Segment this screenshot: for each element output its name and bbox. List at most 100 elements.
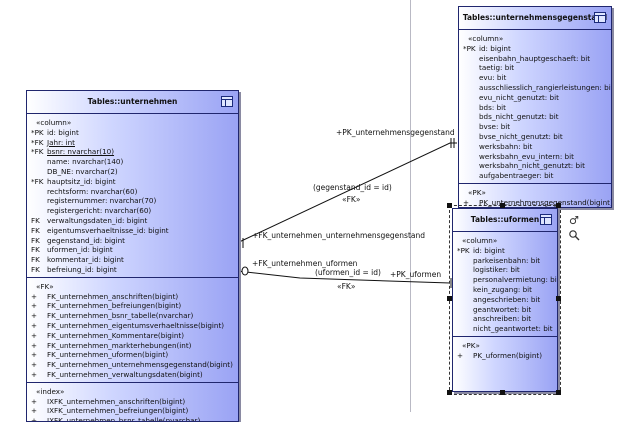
attribute-row[interactable]: +FK_unternehmen_eigentumsverhaeltnisse(b…: [27, 321, 238, 331]
attribute-row[interactable]: +FK_unternehmen_markterhebungen(int): [27, 341, 238, 351]
attribute-row[interactable]: bds_nicht_genutzt: bit: [459, 112, 611, 122]
attribute-row[interactable]: +PK_unternehmensgegenstand(bigint): [459, 198, 611, 207]
attribute-row[interactable]: parkeisenbahn: bit: [453, 256, 557, 266]
attribute-row[interactable]: kein_zugang: bit: [453, 285, 557, 295]
attribute-text: id: bigint: [47, 127, 79, 137]
source-role-label: +FK_unternehmen_uformen: [252, 259, 358, 268]
attribute-key: FK: [31, 264, 40, 274]
attribute-text: eisenbahn_hauptgeschaeft: bit: [479, 53, 591, 63]
resize-handle[interactable]: [447, 203, 452, 208]
pk-section: «PK» +PK_uformen(bigint): [453, 337, 557, 363]
attribute-row[interactable]: +IXFK_unternehmen_befreiungen(bigint): [27, 406, 238, 416]
attribute-row[interactable]: aufgabentraeger: bit: [459, 171, 611, 181]
attribute-text: FK_unternehmen_uformen(bigint): [47, 350, 169, 360]
condition-label: (gegenstand_id = id): [313, 183, 392, 192]
attribute-row[interactable]: rechtsform: nvarchar(60): [27, 187, 238, 197]
connector-gegenstand[interactable]: [236, 142, 457, 244]
attribute-row[interactable]: +FK_unternehmen_bsnr_tabelle(nvarchar): [27, 311, 238, 321]
attribute-row[interactable]: +FK_unternehmen_befreiungen(bigint): [27, 301, 238, 311]
attribute-row[interactable]: werksbahn: bit: [459, 142, 611, 152]
attribute-row[interactable]: bds: bit: [459, 103, 611, 113]
attribute-text: personalvermietung: bit: [473, 275, 558, 285]
resize-handle[interactable]: [500, 203, 505, 208]
attribute-text: bds_nicht_genutzt: bit: [479, 112, 559, 122]
attribute-text: kommentar_id: bigint: [47, 255, 124, 265]
attribute-row[interactable]: registernummer: nvarchar(70): [27, 196, 238, 206]
attribute-row[interactable]: FK gegenstand_id: bigint: [27, 236, 238, 246]
attribute-row[interactable]: evu_nicht_genutzt: bit: [459, 93, 611, 103]
table-header[interactable]: Tables::unternehmen: [27, 91, 238, 114]
attribute-row[interactable]: werksbahn_evu_intern: bit: [459, 152, 611, 162]
attribute-row[interactable]: +FK_unternehmen_anschriften(bigint): [27, 292, 238, 302]
attribute-row[interactable]: +FK_unternehmen_Kommentare(bigint): [27, 331, 238, 341]
resize-handle[interactable]: [447, 296, 452, 301]
attribute-row[interactable]: logistiker: bit: [453, 265, 557, 275]
section-stereotype: «FK»: [36, 281, 54, 291]
attribute-row[interactable]: +FK_unternehmen_verwaltungsdaten(bigint): [27, 370, 238, 380]
attribute-row[interactable]: bvse_nicht_genutzt: bit: [459, 132, 611, 142]
attribute-text: registernummer: nvarchar(70): [47, 196, 157, 206]
attribute-row[interactable]: anschreiben: bit: [453, 314, 557, 324]
table-title: Tables::unternehmensgegenstand: [462, 13, 608, 22]
resize-handle[interactable]: [447, 390, 452, 395]
attribute-row[interactable]: + FK_unternehmen_unternehmensgegenstand(b…: [27, 360, 238, 370]
attribute-row[interactable]: nicht_geantwortet: bit: [453, 324, 557, 334]
attribute-row[interactable]: taetig: bit: [459, 63, 611, 73]
table-header[interactable]: Tables::unternehmensgegenstand: [459, 7, 611, 30]
attribute-text: FK_unternehmen_unternehmensgegenstand(bi…: [47, 360, 233, 370]
table-header[interactable]: Tables::uformen: [453, 209, 557, 232]
target-role-label: +PK_unternehmensgegenstand: [336, 128, 455, 137]
attribute-key: +: [31, 416, 38, 422]
table-icon: [221, 96, 233, 107]
attribute-text: gegenstand_id: bigint: [47, 235, 125, 245]
attribute-key: +: [457, 350, 464, 360]
connector-uformen[interactable]: [236, 270, 451, 284]
resize-handle[interactable]: [556, 203, 561, 208]
attribute-key: +: [31, 396, 38, 406]
attribute-row[interactable]: werksbahn_nicht_genutzt: bit: [459, 161, 611, 171]
resize-handle[interactable]: [500, 390, 505, 395]
search-icon[interactable]: [568, 229, 580, 241]
section-stereotype: «column»: [36, 118, 72, 127]
resize-handle[interactable]: [556, 296, 561, 301]
attribute-row[interactable]: angeschrieben: bit: [453, 295, 557, 305]
attribute-row[interactable]: ausschliesslich_rangierleistungen: bit: [459, 83, 611, 93]
attribute-row[interactable]: geantwortet: bit: [453, 305, 557, 315]
table-unternehmensgegenstand[interactable]: Tables::unternehmensgegenstand «column» …: [458, 6, 612, 208]
attribute-row[interactable]: bvse: bit: [459, 122, 611, 132]
stereotype-label: «FK»: [342, 195, 361, 204]
attribute-row[interactable]: evu: bit: [459, 73, 611, 83]
attribute-row[interactable]: DB_NE: nvarchar(2): [27, 167, 238, 177]
attribute-row[interactable]: registergericht: nvarchar(60): [27, 206, 238, 216]
attribute-row[interactable]: +IXFK_unternehmen_bsnr_tabelle(nvarchar): [27, 416, 238, 422]
section-stereotype: «column»: [462, 236, 498, 245]
connector-layer: +PK_unternehmensgegenstand (gegenstand_i…: [236, 128, 457, 291]
attribute-key: +: [31, 360, 38, 370]
attribute-row[interactable]: personalvermietung: bit: [453, 275, 557, 285]
attribute-row[interactable]: eisenbahn_hauptgeschaeft: bit: [459, 54, 611, 64]
resize-handle[interactable]: [556, 390, 561, 395]
table-title: Tables::uformen: [470, 215, 540, 224]
attribute-key: FK: [31, 235, 40, 245]
attribute-key: FK: [31, 215, 40, 225]
attribute-text: nicht_geantwortet: bit: [473, 324, 553, 334]
attribute-row[interactable]: name: nvarchar(140): [27, 157, 238, 167]
attribute-row[interactable]: +FK_unternehmen_uformen(bigint): [27, 350, 238, 360]
attribute-row[interactable]: +IXFK_unternehmen_anschriften(bigint): [27, 397, 238, 407]
quick-link-icon[interactable]: ♂: [569, 214, 579, 227]
attribute-row[interactable]: +PK_uformen(bigint): [453, 351, 557, 361]
